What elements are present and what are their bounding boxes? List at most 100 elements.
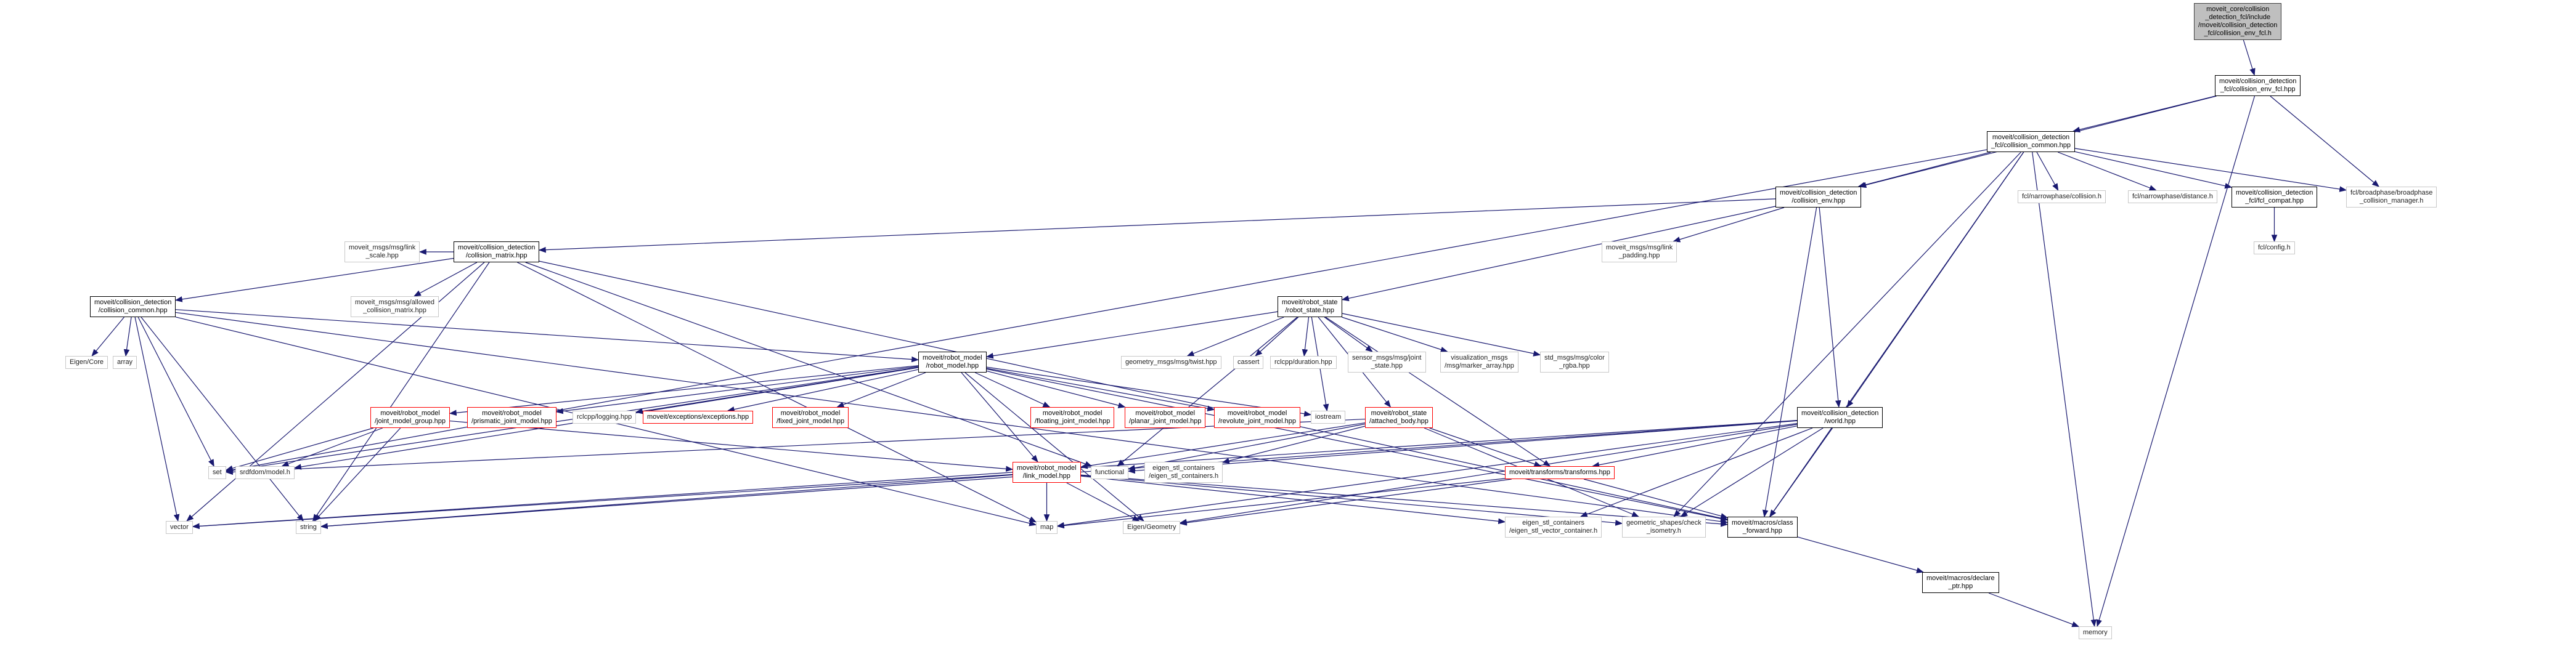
edge-attached-to-link_model [1080,422,1366,469]
node-string[interactable]: string [296,521,321,534]
edge-coll_matrix-to-functional [525,262,1093,467]
edge-robot_state-to-functional [1117,317,1298,467]
node-eigen-stl-containers[interactable]: eigen_stl_containers /eigen_stl_containe… [1144,462,1223,483]
node-declare-ptr[interactable]: moveit/macros/declare _ptr.hpp [1922,572,1999,593]
edge-coll_common_fcl-to-memory [2032,151,2097,628]
edge-coll_common-to-class_fwd [175,312,1729,525]
node-robot-model[interactable]: moveit/robot_model /robot_model.hpp [918,352,987,373]
node-joint-model-group[interactable]: moveit/robot_model /joint_model_group.hp… [370,407,450,428]
edge-robot_model-to-fixed [836,372,926,408]
edge-robot_model-to-class_fwd [986,368,1729,522]
edge-link_model-to-vector [192,474,1013,530]
edge-jmg-to-set [225,427,374,471]
node-prismatic-joint-model[interactable]: moveit/robot_model /prismatic_joint_mode… [467,407,556,428]
node-eigen-core[interactable]: Eigen/Core [65,356,108,369]
node-transforms[interactable]: moveit/transforms/transforms.hpp [1505,466,1615,479]
node-allowed-collision-matrix[interactable]: moveit_msgs/msg/allowed _collision_matri… [351,296,439,317]
edge-coll_env-to-link_padding [1673,207,1785,243]
edge-coll_common-to-set [137,317,214,467]
node-collision-common[interactable]: moveit/collision_detection /collision_co… [90,296,176,317]
edge-world-to-eigen_geom [1179,424,1798,525]
node-link-padding[interactable]: moveit_msgs/msg/link _padding.hpp [1602,241,1677,262]
node-fixed-joint-model[interactable]: moveit/robot_model /fixed_joint_model.hp… [772,407,849,428]
node-collision-matrix[interactable]: moveit/collision_detection /collision_ma… [454,241,540,262]
edge-link_model-to-eigen_geom [1066,482,1140,522]
edge-coll_common-to-robot_model [175,309,919,363]
edge-coll_common_fcl-to-narrow_dist [2057,151,2157,191]
edge-root-to-env_fcl [2243,39,2256,76]
node-duration[interactable]: rclcpp/duration.hpp [1270,356,1337,369]
node-srdfdom-model[interactable]: srdfdom/model.h [235,466,295,479]
edge-coll_matrix-to-coll_common [174,257,454,302]
node-collision-env-fcl[interactable]: moveit/collision_detection _fcl/collisio… [2215,75,2301,96]
edge-robot_model-to-jmg [449,365,919,416]
node-narrowphase-collision[interactable]: fcl/narrowphase/collision.h [2018,190,2106,203]
node-vector[interactable]: vector [166,521,193,534]
node-fcl-config[interactable]: fcl/config.h [2254,241,2295,254]
edge-class_fwd-to-declare_ptr [1797,536,1924,573]
node-world[interactable]: moveit/collision_detection /world.hpp [1797,407,1883,428]
edge-coll_common-to-array [123,317,132,357]
node-floating-joint-model[interactable]: moveit/robot_model /floating_joint_model… [1030,407,1115,428]
node-revolute-joint-model[interactable]: moveit/robot_model /revolute_joint_model… [1214,407,1300,428]
edge-attached-to-transforms [1429,427,1542,467]
edge-link_model-to-class_fwd [1080,474,1729,527]
edge-coll_common_fcl-to-narrow_coll [2036,151,2059,192]
node-class-forward[interactable]: moveit/macros/class _forward.hpp [1727,517,1798,538]
edge-robot_state-to-twist [1186,317,1284,357]
node-iostream[interactable]: iostream [1311,411,1346,424]
edge-coll_common_fcl-to-check_iso [1673,151,2021,517]
node-broadphase[interactable]: fcl/broadphase/broadphase _collision_man… [2346,187,2437,208]
edge-robot_state-to-duration [1302,317,1310,357]
node-check-isometry[interactable]: geometric_shapes/check _isometry.h [1622,517,1706,538]
edge-robot_state-to-marker_array [1342,317,1448,353]
edge-world-to-class_fwd [1769,427,1833,517]
edge-robot_model-to-link_model [961,372,1038,462]
node-collision-env[interactable]: moveit/collision_detection /collision_en… [1775,187,1862,208]
node-joint-state[interactable]: sensor_msgs/msg/joint _state.hpp [1348,352,1426,373]
edge-world-to-vector [192,420,1798,530]
node-attached-body[interactable]: moveit/robot_state /attached_body.hpp [1365,407,1433,428]
edge-env_fcl-to-coll_common_fcl [2073,95,2215,133]
node-twist[interactable]: geometry_msgs/msg/twist.hpp [1121,356,1221,369]
edge-coll_matrix-to-vector [186,262,485,522]
node-root[interactable]: moveit_core/collision _detection_fcl/inc… [2194,3,2282,40]
node-array[interactable]: array [113,356,137,369]
node-planar-joint-model[interactable]: moveit/robot_model /planar_joint_model.h… [1125,407,1206,428]
edge-robot_state-to-color_rgba [1342,313,1541,357]
edge-coll_common_fcl-to-broadphase [2074,148,2347,192]
node-memory[interactable]: memory [2079,626,2112,639]
node-marker-array[interactable]: visualization_msgs /msg/marker_array.hpp [1440,352,1518,373]
node-functional[interactable]: functional [1091,466,1129,479]
edge-world-to-functional [1127,420,1798,474]
node-collision-common-fcl[interactable]: moveit/collision_detection _fcl/collisio… [1987,131,2076,152]
node-eigen-geometry[interactable]: Eigen/Geometry [1123,521,1181,534]
edge-coll_common_fcl-to-coll_env [1857,151,1991,188]
node-rclcpp-logging[interactable]: rclcpp/logging.hpp [573,411,637,424]
edge-robot_model-to-iostream [986,366,1312,417]
node-set[interactable]: set [208,466,226,479]
node-fcl-compat[interactable]: moveit/collision_detection _fcl/fcl_comp… [2232,187,2318,208]
node-narrowphase-distance[interactable]: fcl/narrowphase/distance.h [2128,190,2217,203]
edge-transforms-to-eigen_geom [1179,478,1512,526]
edge-coll_env-to-world [1819,207,1841,408]
edge-declare_ptr-to-memory [1988,592,2080,628]
node-color-rgba[interactable]: std_msgs/msg/color _rgba.hpp [1540,352,1609,373]
edge-coll_env-to-class_fwd [1762,207,1817,518]
edge-coll_matrix-to-string [312,262,490,522]
edge-world-to-check_iso [1680,427,1824,517]
node-link-model[interactable]: moveit/robot_model /link_model.hpp [1013,462,1081,483]
node-robot-state[interactable]: moveit/robot_state /robot_state.hpp [1278,296,1342,317]
edge-coll_matrix-to-class_fwd [539,260,1729,521]
edge-transforms-to-class_fwd [1583,478,1729,519]
edge-attached-to-functional [1127,423,1366,471]
node-link-scale[interactable]: moveit_msgs/msg/link _scale.hpp [344,241,420,262]
edge-link_model-to-eigen_vec [1080,475,1506,525]
node-map[interactable]: map [1036,521,1058,534]
edge-coll_env-to-robot_state [1341,206,1776,302]
node-cassert[interactable]: cassert [1233,356,1264,369]
edge-link_model-to-check_iso [1080,475,1623,526]
node-exceptions[interactable]: moveit/exceptions/exceptions.hpp [643,411,754,424]
node-eigen-stl-vector-container[interactable]: eigen_stl_containers /eigen_stl_vector_c… [1505,517,1602,538]
